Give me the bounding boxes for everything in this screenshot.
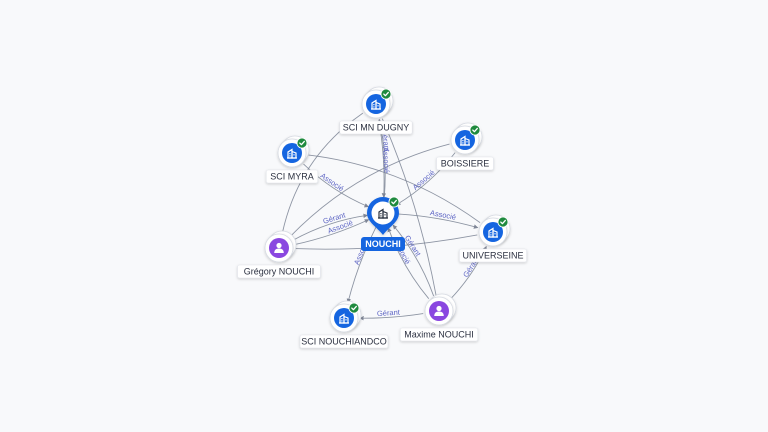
edge-maxime-nouchi: [387, 227, 430, 299]
verified-check-icon: [348, 302, 360, 314]
node-label: Maxime NOUCHI: [404, 330, 474, 340]
building-icon: [460, 135, 470, 146]
edge-gregory-boissiere: [289, 143, 450, 237]
building-icon: [378, 208, 388, 219]
building-icon: [339, 313, 349, 324]
edge-label: Associé: [381, 147, 391, 174]
edge-sci_mn_dugny-maxime: [381, 118, 437, 296]
edge-nouchi-sci_nouchiandco: [346, 227, 377, 304]
node-label: UNIVERSEINE: [462, 251, 523, 261]
node-label: SCI MYRA: [270, 172, 314, 182]
node-label-bg: [237, 264, 321, 279]
node-nouchi[interactable]: NOUCHI: [361, 196, 405, 252]
node-label-bg: [299, 334, 389, 349]
person-icon: [434, 305, 444, 316]
edge-sci_myra-nouchi: [303, 163, 369, 208]
edge-maxime-sci_nouchiandco: [359, 313, 424, 321]
verified-check-icon: [469, 124, 481, 136]
node-label: NOUCHI: [365, 239, 401, 249]
verified-check-icon: [296, 137, 308, 149]
edge-gregory-nouchi: [292, 213, 368, 241]
edge-label: Associé: [319, 171, 346, 193]
node-sci-mn-dugny[interactable]: SCI MN DUGNY: [339, 86, 413, 135]
verified-check-icon: [388, 196, 400, 208]
verified-check-icon: [497, 216, 509, 228]
edge-label: Gérant: [380, 128, 392, 153]
node-label-bg: [399, 327, 479, 342]
node-label-bg: [436, 156, 494, 171]
node-gregory[interactable]: Grégory NOUCHI: [237, 230, 321, 279]
node-label: BOISSIERE: [441, 159, 490, 169]
node-label-bg: [339, 120, 413, 135]
building-icon: [371, 99, 381, 110]
node-boissiere[interactable]: BOISSIERE: [436, 122, 494, 171]
edge-nouchi-universeine: [398, 213, 479, 229]
edge-gregory-nouchi: [294, 219, 370, 246]
building-icon: [287, 148, 297, 159]
node-maxime[interactable]: Maxime NOUCHI: [399, 293, 479, 342]
node-label-bg: [265, 169, 319, 184]
node-sci-nouchiandco[interactable]: SCI NOUCHIANDCO: [299, 300, 389, 349]
node-sci-myra[interactable]: SCI MYRA: [265, 135, 319, 184]
person-icon: [274, 242, 284, 253]
center-node-label-bg: [361, 237, 405, 251]
edge-sci_myra-universeine: [307, 154, 481, 223]
building-icon: [488, 227, 498, 238]
node-label: SCI MN DUGNY: [343, 123, 410, 133]
node-label: Grégory NOUCHI: [244, 267, 315, 277]
node-label-bg: [459, 248, 527, 263]
edge-label: Gérant: [377, 308, 401, 319]
node-label: SCI NOUCHIANDCO: [301, 337, 387, 347]
verified-check-icon: [380, 88, 392, 100]
nodes-layer: NOUCHI SCI MN DUGNY BOISSIERE SCI MYRA UNIVE…: [237, 86, 527, 349]
node-universeine[interactable]: UNIVERSEINE: [459, 214, 527, 263]
edge-maxime-nouchi: [392, 224, 435, 297]
